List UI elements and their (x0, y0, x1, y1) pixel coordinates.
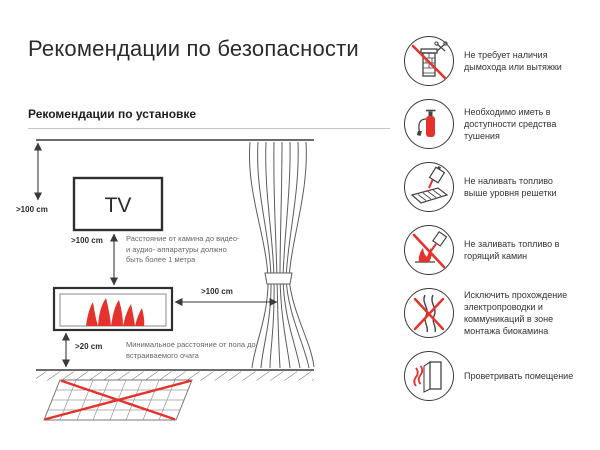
page-title: Рекомендации по безопасности (28, 36, 359, 61)
installation-diagram-drawing: TV (34, 139, 315, 421)
section-title: Рекомендации по установке (28, 107, 390, 129)
no-refill-burning-icon (404, 225, 454, 275)
floor-hatching (36, 371, 314, 381)
safety-item-ventilation: Проветривать помещение (404, 351, 598, 401)
no-chimney-icon (404, 36, 454, 86)
safety-item-no-chimney: Не требует наличия дымохода или вытяжки (404, 36, 598, 86)
dim-label-fireplace-curtain: >100 cm (201, 287, 233, 296)
dim-label-tv-fireplace: >100 cm (71, 236, 103, 245)
fuel-level-icon (404, 162, 454, 212)
note-floor-distance: Минимальное расстояние от пола до встраи… (126, 340, 256, 360)
safety-item-no-refill-burning: Не заливать топливо в горящий камин (404, 225, 598, 275)
safety-list: Не требует наличия дымохода или вытяжки … (404, 36, 598, 401)
carpet (43, 379, 193, 421)
curtain-tie (264, 272, 293, 285)
curtain (248, 141, 315, 369)
safety-item-text: Исключить прохождение электропроводки и … (464, 289, 568, 337)
safety-item-text: Не наливать топливо выше уровня решетки (464, 175, 557, 198)
safety-item-text: Не заливать топливо в горящий камин (464, 238, 560, 261)
safety-item-text: Не требует наличия дымохода или вытяжки (464, 49, 562, 72)
safety-item-fuel-level: Не наливать топливо выше уровня решетки (404, 162, 598, 212)
fireplace (52, 286, 174, 332)
tv-box (72, 176, 164, 232)
safety-item-text: Проветривать помещение (464, 370, 574, 381)
carpet-prohibition-cross-icon (44, 379, 192, 421)
extinguisher-icon (404, 99, 454, 149)
safety-item-no-wiring: Исключить прохождение электропроводки и … (404, 288, 598, 338)
dim-label-fireplace-floor: >20 cm (75, 342, 103, 351)
safety-item-extinguisher: Необходимо иметь в доступности средства … (404, 99, 598, 149)
ventilation-icon (404, 351, 454, 401)
installation-diagram: TV (14, 130, 400, 432)
tv-label: TV (105, 194, 132, 217)
note-tv-distance: Расстояние от камина до видео- и аудио- … (126, 234, 240, 264)
safety-item-text: Необходимо иметь в доступности средства … (464, 106, 557, 142)
flames-icon (86, 298, 145, 326)
no-wiring-icon (404, 288, 454, 338)
dim-label-ceiling-tv: >100 cm (16, 205, 48, 214)
